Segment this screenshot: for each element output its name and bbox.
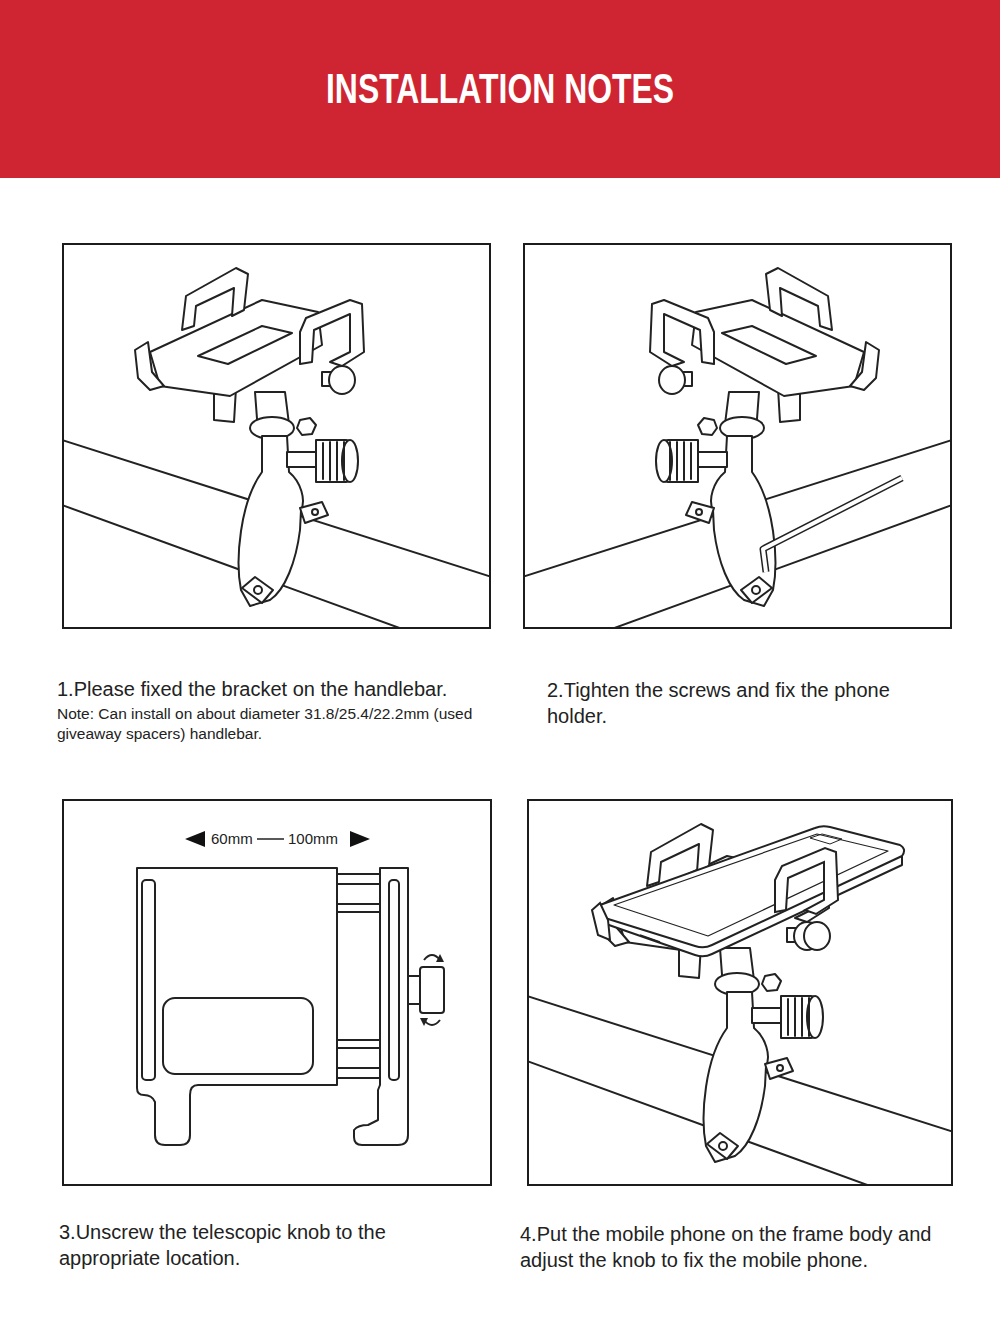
side-knob (804, 922, 830, 950)
step-panel: 2.Tighten the screws and fix the phone h… (523, 243, 952, 629)
panel-3-art (420, 1018, 428, 1026)
panel-4-art (527, 824, 953, 1186)
holder-jaw (592, 903, 610, 940)
panel-3-art (337, 874, 380, 884)
panel-3-art (142, 880, 155, 1080)
mobile-phone (600, 826, 905, 947)
panel-3-art (420, 967, 444, 1013)
panel-2-art (523, 268, 952, 629)
panel-3-art (185, 831, 205, 847)
header-band: INSTALLATION NOTES (0, 0, 1000, 178)
step-panel: 1.Please fixed the bracket on the handle… (62, 243, 491, 629)
step-caption: 1.Please fixed the bracket on the handle… (57, 676, 502, 744)
panel-3-art (350, 831, 370, 847)
mobile-phone (810, 834, 842, 844)
bracket-on-bar (523, 268, 952, 629)
panel-3-art (337, 1068, 380, 1078)
step-panel: 4.Put the mobile phone on the frame body… (527, 799, 953, 1186)
panel-3-art (257, 838, 284, 840)
step-caption: 3.Unscrew the telescopic knob to the app… (59, 1219, 459, 1271)
bracket-on-bar (527, 824, 953, 1186)
panel-3-art (354, 868, 408, 1145)
step-panel: 3.Unscrew the telescopic knob to the app… (62, 799, 492, 1186)
mobile-phone (600, 826, 905, 956)
note-text: Note: Can install on about diameter 31.8… (57, 704, 502, 744)
panel-3-art (137, 868, 337, 1145)
page-title: INSTALLATION NOTES (326, 65, 674, 113)
hex-key (763, 478, 902, 572)
hex-key (763, 478, 902, 572)
panel-3-art (337, 904, 380, 912)
mobile-phone (640, 935, 660, 942)
panel-1-art (62, 268, 491, 629)
dimension-label: 100mm (287, 830, 339, 848)
bracket-on-bar (62, 268, 491, 629)
step-text: 2.Tighten the screws and fix the phone h… (547, 677, 947, 729)
panel-3-art (389, 880, 399, 1080)
panel-3-art (337, 1040, 380, 1048)
step-text: 1.Please fixed the bracket on the handle… (57, 676, 502, 702)
step-caption: 2.Tighten the screws and fix the phone h… (547, 677, 947, 729)
mobile-phone (614, 834, 888, 936)
step-text: 3.Unscrew the telescopic knob to the app… (59, 1219, 459, 1271)
step-text: 4.Put the mobile phone on the frame body… (520, 1221, 970, 1273)
dimension-label: 60mm (210, 830, 254, 848)
holder-jaw (775, 848, 838, 914)
panel-3-art (163, 998, 313, 1074)
panel-3-art (137, 831, 444, 1145)
panel-3-art (436, 954, 444, 962)
step-caption: 4.Put the mobile phone on the frame body… (520, 1221, 970, 1273)
